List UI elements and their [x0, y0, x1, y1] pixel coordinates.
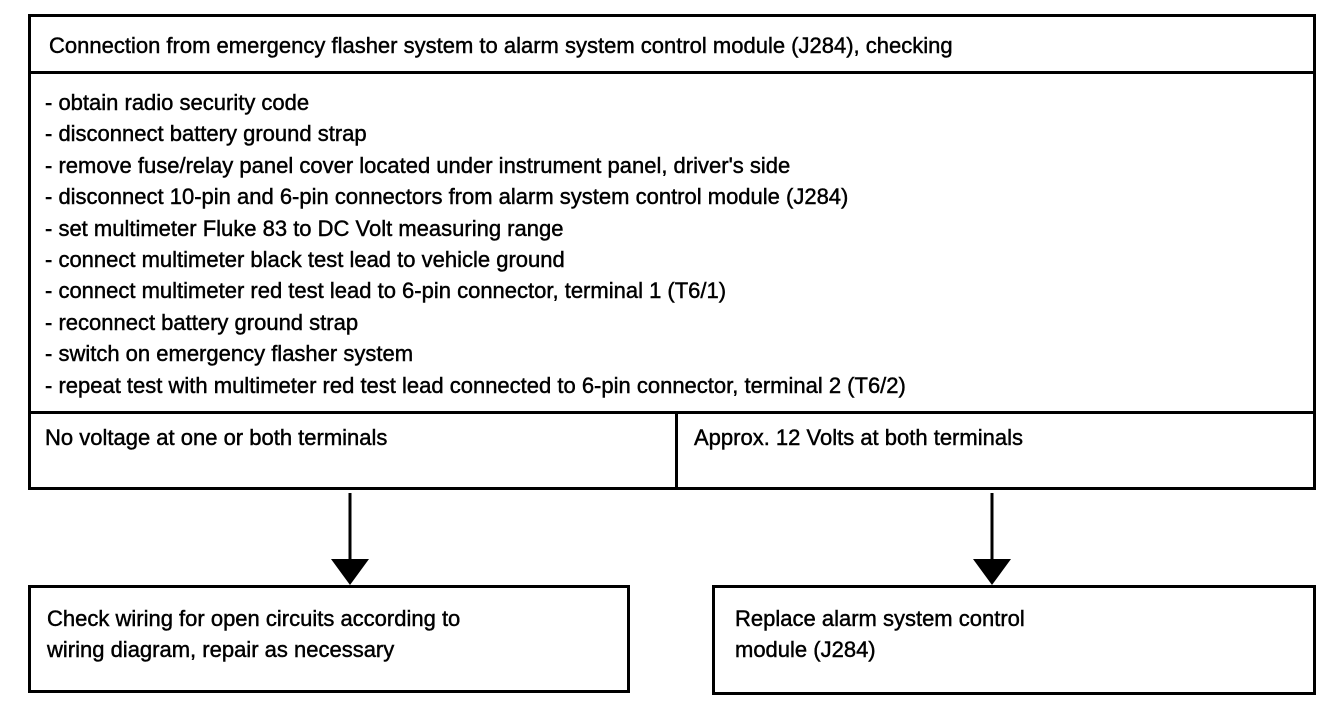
step-item: - connect multimeter black test lead to …: [45, 247, 565, 273]
step-item: - connect multimeter red test lead to 6-…: [45, 278, 727, 304]
arrow-down-icon: [331, 493, 369, 585]
arrow-shaft: [990, 493, 994, 563]
step-item: - remove fuse/relay panel cover located …: [45, 152, 791, 178]
procedure-steps-section: - obtain radio security code - disconnect…: [31, 74, 1313, 414]
step-item: - reconnect battery ground strap: [45, 309, 359, 335]
step-item: - obtain radio security code: [45, 90, 310, 115]
arrow-head: [331, 559, 369, 585]
action-check-wiring: Check wiring for open circuits according…: [28, 585, 630, 693]
arrow-shaft: [348, 493, 352, 563]
step-item: - disconnect battery ground strap: [45, 121, 367, 147]
step-item: - repeat test with multimeter red test l…: [45, 372, 906, 398]
procedure-box: Connection from emergency flasher system…: [28, 14, 1316, 490]
outcome-row: No voltage at one or both terminals Appr…: [31, 414, 1313, 487]
arrow-head: [973, 559, 1011, 585]
outcome-no-voltage: No voltage at one or both terminals: [45, 425, 388, 450]
step-item: - set multimeter Fluke 83 to DC Volt mea…: [45, 215, 564, 241]
step-item: - disconnect 10-pin and 6-pin connectors…: [45, 184, 849, 210]
procedure-title: Connection from emergency flasher system…: [31, 17, 1313, 74]
procedure-steps-list: - obtain radio security code - disconnect…: [45, 87, 1295, 401]
arrow-down-icon: [973, 493, 1011, 585]
action-replace-module: Replace alarm system control module (J28…: [712, 585, 1316, 695]
outcome-12-volts: Approx. 12 Volts at both terminals: [675, 414, 1313, 487]
step-item: - switch on emergency flasher system: [45, 341, 414, 367]
